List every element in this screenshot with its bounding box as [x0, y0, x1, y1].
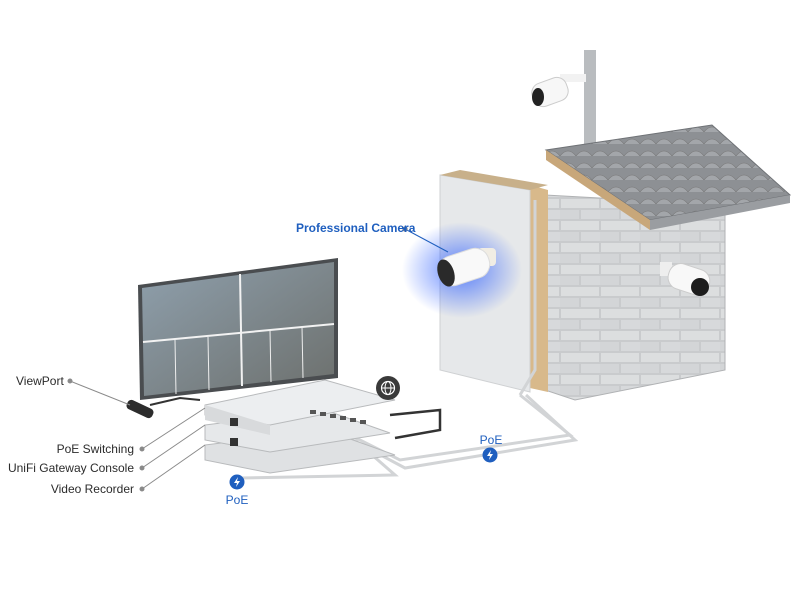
wall-camera [660, 262, 711, 296]
label-professional-camera: Professional Camera [296, 221, 416, 235]
globe-icon [376, 376, 400, 400]
pole [584, 50, 596, 150]
leader-lines [67, 226, 449, 492]
lightning-icon [229, 474, 245, 490]
house [439, 124, 792, 401]
monitor [138, 258, 338, 400]
label-poe-switching: PoE Switching [57, 442, 134, 456]
device-stack [204, 379, 396, 474]
label-poe-right: PoE [480, 433, 503, 447]
lightning-icon [482, 447, 498, 463]
label-gateway-console: UniFi Gateway Console [8, 461, 134, 475]
label-poe-left: PoE [226, 493, 249, 507]
professional-camera [402, 222, 522, 318]
label-video-recorder: Video Recorder [51, 482, 134, 496]
pole-camera [531, 74, 586, 108]
label-viewport: ViewPort [16, 374, 64, 388]
viewport-device [126, 399, 154, 419]
